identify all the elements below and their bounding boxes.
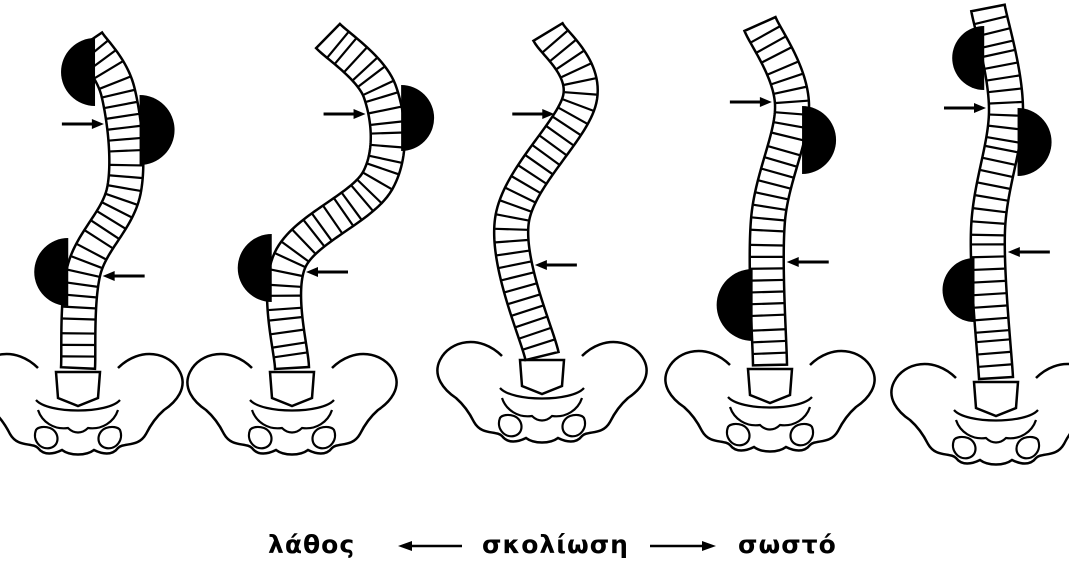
arrow-right-icon — [648, 530, 718, 560]
vertebra-line — [990, 102, 1022, 104]
arrow-left-icon — [103, 271, 145, 281]
pressure-pad — [140, 95, 175, 165]
pressure-pad — [238, 234, 272, 302]
spine-figure — [187, 24, 434, 455]
vertebra-line — [495, 229, 527, 230]
arrow-right-icon — [324, 109, 366, 119]
vertebra-line — [110, 150, 142, 151]
vertebra-line — [753, 329, 785, 330]
arrow-right-icon — [62, 119, 104, 129]
pressure-pad — [802, 106, 836, 174]
vertebra-line — [972, 235, 1004, 236]
vertebra-line — [972, 256, 1004, 257]
vertebra-line — [751, 280, 783, 281]
spine-figure — [665, 17, 874, 451]
pressure-pad — [952, 26, 984, 90]
vertebra-line — [752, 303, 784, 304]
label-wrong: λάθος — [268, 530, 355, 560]
vertebra-line — [372, 132, 404, 133]
vertebra-line — [751, 245, 783, 246]
pressure-pad — [61, 38, 95, 106]
vertebra-line — [110, 165, 142, 166]
pressure-pad — [401, 85, 434, 151]
arrow-right-icon — [730, 97, 772, 107]
spine-figure — [0, 32, 183, 454]
vertebra-line — [753, 341, 785, 342]
vertebra-line — [752, 315, 784, 316]
spine — [267, 24, 405, 369]
pressure-pad — [34, 238, 68, 306]
pressure-pad — [717, 269, 753, 341]
pressure-pad — [943, 258, 975, 322]
arrow-left-icon — [787, 257, 829, 267]
vertebra-line — [990, 115, 1022, 116]
spine — [744, 17, 809, 365]
arrow-left-icon — [535, 260, 577, 270]
arrow-right-icon — [512, 109, 554, 119]
pressure-pad — [1018, 108, 1052, 176]
spine-figure — [891, 5, 1069, 465]
arrow-left-icon — [306, 267, 348, 277]
spine — [494, 23, 598, 360]
vertebra-line — [754, 353, 786, 354]
arrow-right-icon — [944, 103, 986, 113]
arrow-left-icon — [396, 530, 464, 560]
spine-figures — [0, 5, 1069, 465]
spine-figure — [437, 23, 646, 442]
vertebra-line — [972, 269, 1004, 270]
label-correct: σωστό — [738, 530, 837, 560]
arrow-left-icon — [1008, 247, 1050, 257]
vertebra-line — [751, 291, 783, 292]
label-scoliosis: σκολίωση — [482, 530, 629, 560]
vertebra-line — [63, 319, 95, 320]
